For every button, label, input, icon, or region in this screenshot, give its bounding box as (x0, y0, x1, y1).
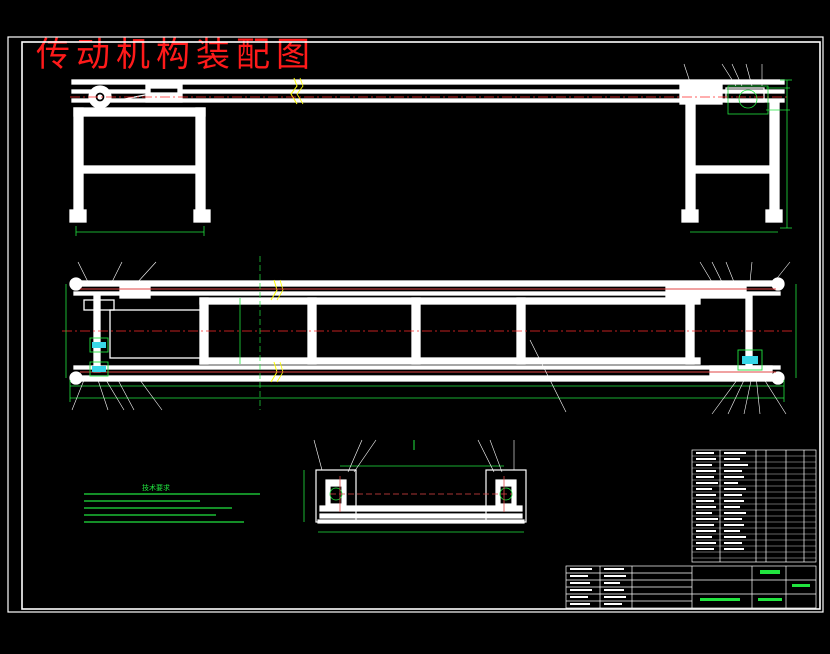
break-line-front (290, 77, 298, 105)
bearing-fill (92, 342, 758, 372)
parts-list-text (696, 452, 748, 550)
parts-list-rows (692, 455, 816, 559)
inner-border (21, 41, 821, 610)
side-view (315, 469, 527, 524)
parts-list (691, 449, 817, 563)
top-dimensions (65, 284, 797, 402)
side-view-leaders (313, 439, 515, 473)
front-view (69, 79, 785, 223)
technical-notes (84, 493, 260, 523)
top-leaders (71, 261, 791, 415)
side-view-hidden (330, 476, 512, 512)
break-line-top (270, 279, 278, 301)
title-block (565, 565, 817, 609)
bearing-details (89, 337, 763, 377)
drawing-title: 传动机构装配图 (36, 35, 316, 75)
tensioner-assembly (679, 83, 723, 105)
outer-border (7, 36, 824, 613)
front-dimensions (75, 79, 792, 236)
technical-requirements-title: 技术要求 (142, 484, 170, 492)
front-leaders (683, 63, 763, 87)
right-frame (685, 101, 696, 219)
title-block-accents (700, 570, 810, 601)
title-block-text (570, 568, 626, 605)
